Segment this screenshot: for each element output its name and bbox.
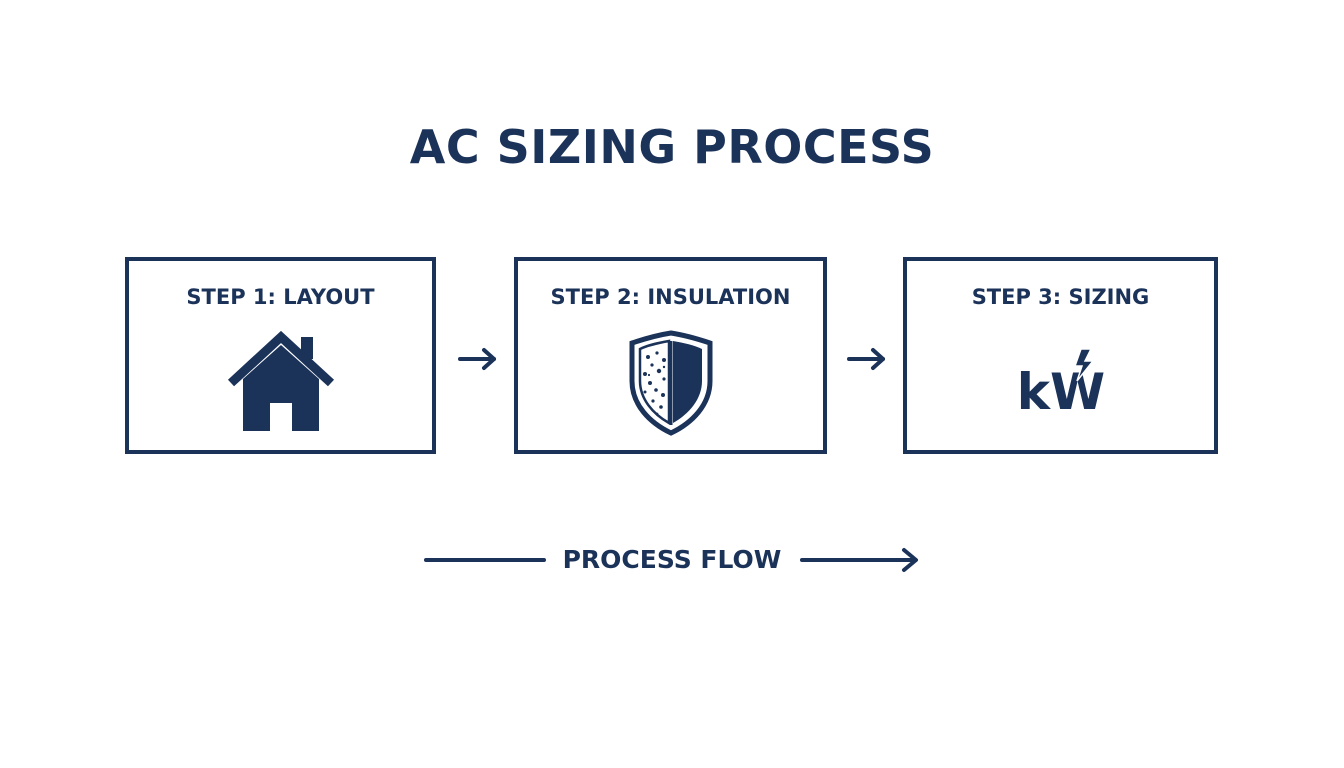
step-3-label: STEP 3: SIZING (971, 285, 1150, 309)
kw-icon-text: kW (1016, 363, 1104, 419)
kw-power-icon: kW (1016, 348, 1105, 419)
step-1-label: STEP 1: LAYOUT (186, 285, 375, 309)
step-3-box: STEP 3: SIZING kW (903, 257, 1218, 454)
step-arrow-1 (458, 348, 496, 370)
process-flow-line-left (424, 558, 546, 562)
process-flow-arrow-right (800, 548, 918, 572)
insulation-shield-icon (629, 330, 712, 436)
step-1-box: STEP 1: LAYOUT (125, 257, 436, 454)
step-2-box: STEP 2: INSULATION (514, 257, 827, 454)
step-2-label: STEP 2: INSULATION (550, 285, 791, 309)
diagram-title: AC SIZING PROCESS (409, 120, 935, 174)
house-icon (227, 331, 334, 431)
step-arrow-2 (847, 348, 885, 370)
process-flow-label: PROCESS FLOW (562, 545, 782, 574)
lightning-bolt-icon (1073, 348, 1095, 382)
